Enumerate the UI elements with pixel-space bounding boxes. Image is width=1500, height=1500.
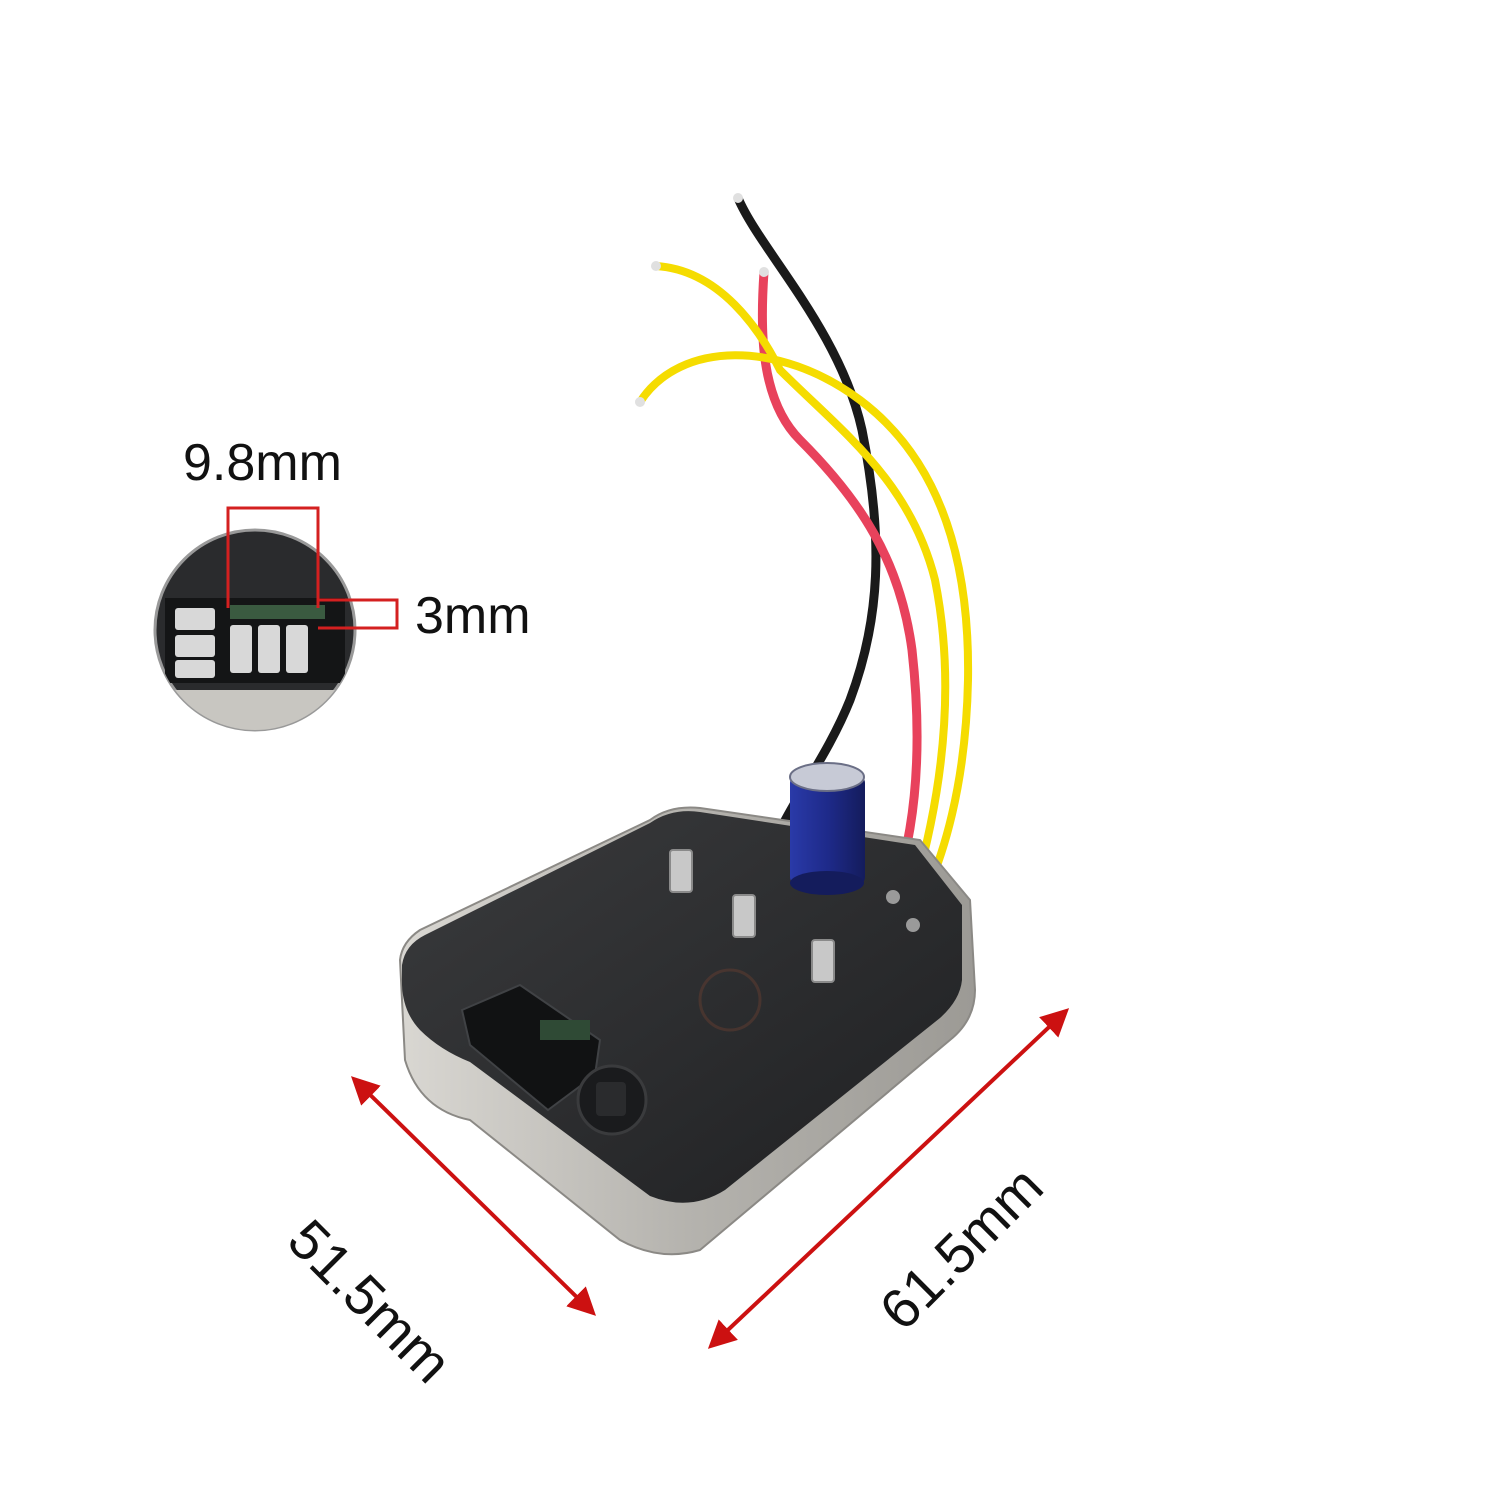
connector-depth-label: 3mm (415, 587, 531, 645)
yellow-wire-1 (652, 262, 950, 909)
terminal-3 (811, 939, 835, 983)
yellow-wire-2 (636, 351, 973, 919)
inset-callouts (226, 506, 399, 630)
wire-tip-red (759, 267, 769, 277)
connector-width-label: 9.8mm (183, 434, 342, 492)
wire-tip-yellow-1 (651, 261, 661, 271)
capacitor (789, 762, 865, 895)
push-button (576, 1064, 648, 1136)
width-callout-box (226, 506, 320, 608)
long-side-arrow (707, 1008, 1070, 1349)
terminal-1 (669, 849, 693, 893)
depth-callout-box (318, 598, 399, 630)
dimension-arrows (350, 1008, 1070, 1349)
connector-inset (153, 528, 357, 732)
terminal-2 (732, 894, 756, 938)
wire-tip-black (733, 193, 743, 203)
red-wire (757, 267, 922, 895)
wire-bundle (635, 193, 973, 919)
wire-tip-yellow-2 (635, 397, 645, 407)
short-side-arrow (350, 1076, 597, 1316)
